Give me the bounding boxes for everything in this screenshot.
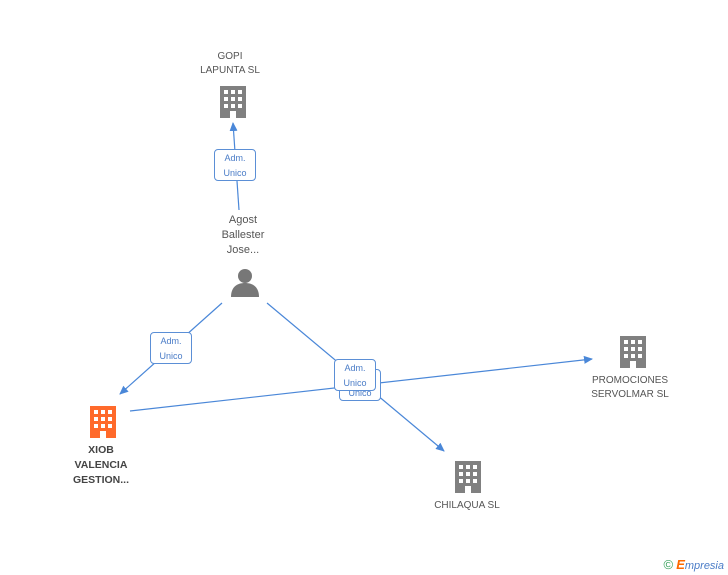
person-icon[interactable] bbox=[231, 269, 259, 297]
copyright-icon: © bbox=[663, 557, 674, 572]
node-label-chilaqua[interactable]: CHILAQUA SL bbox=[434, 500, 500, 511]
edge-badge-xiob-promociones: Adm. Unico bbox=[334, 359, 376, 391]
building-icon[interactable] bbox=[90, 406, 116, 438]
brand-logo: © Empresia bbox=[664, 557, 724, 572]
brand-initial: E bbox=[676, 557, 685, 572]
brand-name: mpresia bbox=[684, 560, 724, 572]
node-label-promociones[interactable]: PROMOCIONES SERVOLMAR SL bbox=[591, 375, 669, 400]
building-icon[interactable] bbox=[455, 461, 481, 493]
edge-badge-person-xiob: Adm. Unico bbox=[150, 332, 192, 364]
edge-badge-person-gopi: Adm. Unico bbox=[214, 149, 256, 181]
node-label-person[interactable]: Agost Ballester Jose... bbox=[221, 214, 265, 256]
building-icon[interactable] bbox=[220, 86, 246, 118]
node-label-gopi[interactable]: GOPI LAPUNTA SL bbox=[200, 51, 260, 76]
building-icon[interactable] bbox=[620, 336, 646, 368]
node-label-xiob[interactable]: XIOB VALENCIA GESTION... bbox=[72, 444, 129, 486]
